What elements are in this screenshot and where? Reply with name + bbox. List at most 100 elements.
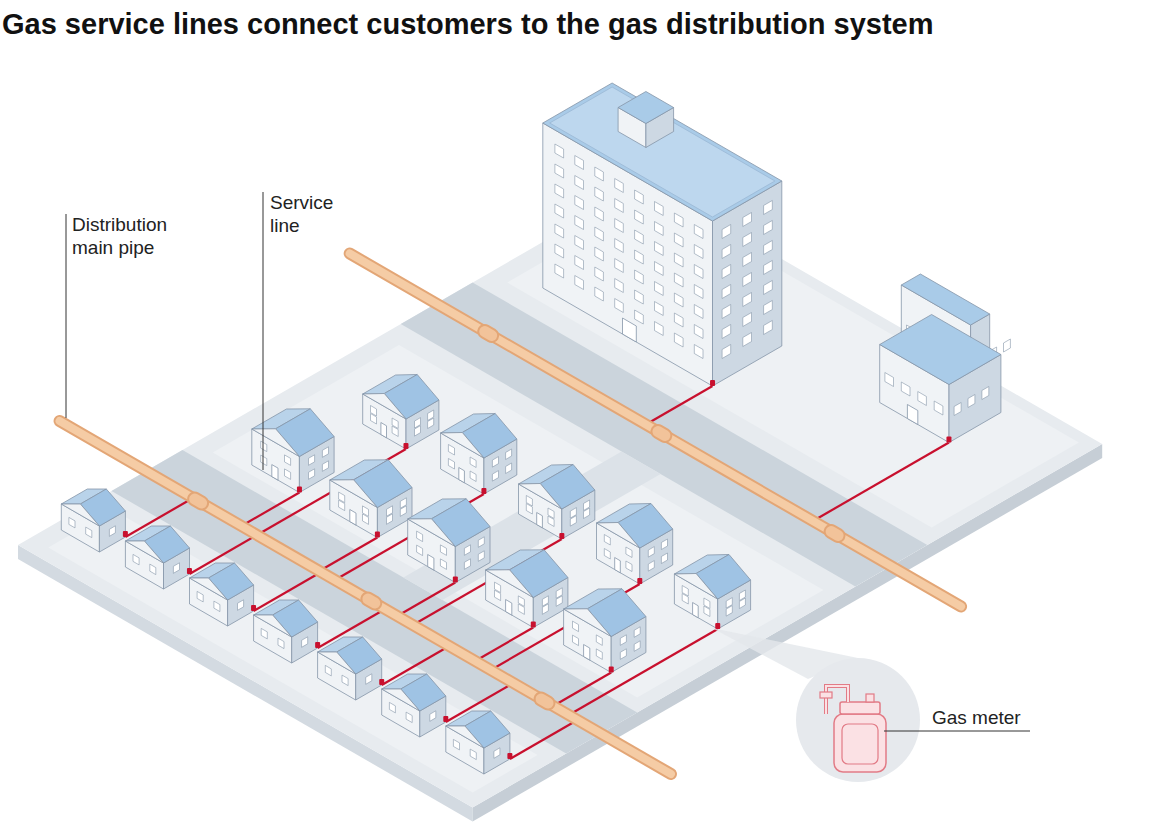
- gas-meter-dot: [481, 488, 486, 494]
- window: [954, 403, 961, 416]
- gable: [519, 484, 562, 510]
- gable: [318, 652, 356, 674]
- window: [635, 190, 644, 204]
- pipe-label: Distribution main pipe: [72, 213, 204, 259]
- roof: [618, 92, 674, 124]
- window: [694, 285, 703, 299]
- window: [261, 628, 267, 639]
- window: [573, 621, 579, 632]
- window: [430, 711, 436, 722]
- gas-meter-dot: [531, 622, 536, 628]
- gas-meter-dot: [379, 679, 384, 685]
- window: [764, 321, 773, 335]
- gable: [252, 429, 300, 457]
- window: [901, 382, 910, 396]
- window: [694, 245, 703, 259]
- gas-meter-dot: [315, 642, 320, 648]
- window: [575, 256, 584, 270]
- window: [278, 638, 284, 649]
- window: [655, 222, 664, 236]
- window: [634, 641, 640, 652]
- roof: [209, 563, 254, 600]
- window: [506, 463, 512, 474]
- window: [655, 302, 664, 316]
- leader-line: [66, 214, 67, 418]
- window: [584, 500, 590, 511]
- window: [371, 406, 377, 417]
- roof: [337, 637, 382, 674]
- window: [615, 199, 624, 213]
- window: [555, 244, 564, 258]
- window: [464, 559, 470, 570]
- window: [109, 526, 115, 537]
- gas-meter-dot: [715, 623, 720, 629]
- roof-parapet: [550, 87, 775, 217]
- window: [575, 196, 584, 210]
- ground-plate: [18, 182, 1102, 808]
- window: [635, 290, 644, 304]
- window: [885, 373, 894, 387]
- door: [459, 468, 465, 483]
- window: [555, 264, 564, 278]
- gable: [382, 689, 420, 711]
- window: [197, 591, 203, 602]
- window: [615, 279, 624, 293]
- window: [495, 582, 501, 593]
- window: [596, 635, 602, 646]
- door: [506, 600, 512, 616]
- roof: [465, 711, 510, 748]
- diagram-title: Gas service lines connect customers to t…: [2, 6, 934, 42]
- gas-meter-dot: [187, 568, 192, 574]
- window: [739, 590, 745, 601]
- window: [339, 492, 345, 503]
- window: [615, 219, 624, 233]
- callout-circle: [796, 658, 920, 782]
- window: [615, 239, 624, 253]
- gas-meter-dot: [123, 531, 128, 537]
- door: [584, 645, 590, 661]
- door: [615, 558, 621, 573]
- window: [655, 262, 664, 276]
- window: [722, 325, 731, 339]
- window: [615, 259, 624, 273]
- distribution-main-pipe: [350, 254, 961, 607]
- window: [620, 649, 626, 660]
- window: [478, 551, 484, 562]
- pipe-joint: [485, 332, 492, 336]
- window: [392, 418, 398, 429]
- gas-meter-icon: [834, 714, 886, 772]
- window: [674, 313, 683, 327]
- gas-meter-dot: [443, 716, 448, 722]
- window: [556, 588, 562, 599]
- window: [261, 455, 267, 466]
- window: [464, 545, 470, 556]
- window: [635, 230, 644, 244]
- window: [674, 233, 683, 247]
- roof: [354, 460, 412, 508]
- window: [492, 471, 498, 482]
- pipe-joint: [658, 432, 665, 436]
- window: [575, 276, 584, 290]
- window: [453, 739, 459, 750]
- window: [596, 649, 602, 660]
- window: [764, 281, 773, 295]
- gable: [61, 504, 99, 526]
- service-line: [813, 443, 949, 522]
- pipe-joint: [195, 499, 202, 503]
- window: [575, 216, 584, 230]
- window: [620, 635, 626, 646]
- window: [604, 535, 610, 546]
- window: [615, 299, 624, 313]
- window: [595, 167, 604, 181]
- window: [595, 267, 604, 281]
- window: [387, 506, 393, 517]
- door: [381, 423, 387, 438]
- window: [363, 506, 369, 517]
- window: [492, 457, 498, 468]
- roof: [273, 600, 318, 637]
- roof: [543, 83, 782, 221]
- window: [309, 455, 315, 466]
- gas-meter-dot: [297, 487, 302, 493]
- pipe-joint: [485, 332, 492, 336]
- window: [325, 665, 331, 676]
